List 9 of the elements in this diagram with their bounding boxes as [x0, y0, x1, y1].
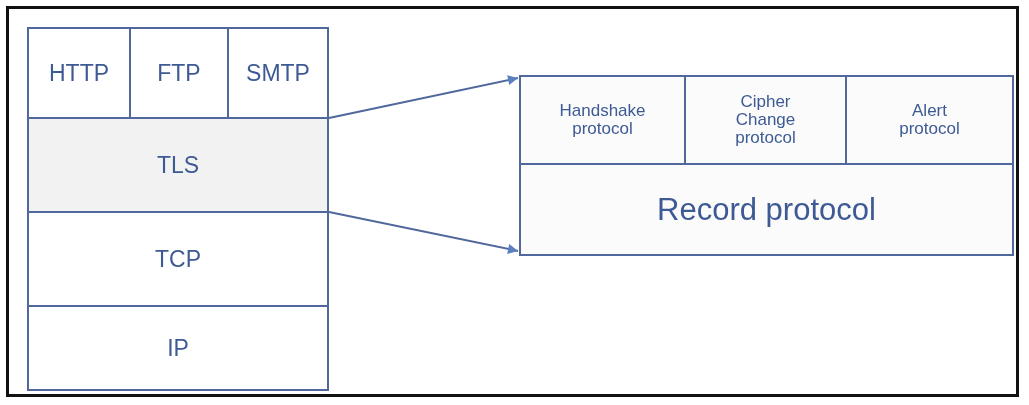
protocol-layer: IP — [27, 305, 329, 391]
protocol-layer: TLS — [27, 117, 329, 213]
protocol-stack-box — [519, 75, 1012, 254]
arrow — [328, 75, 519, 119]
protocol-layer: HTTP — [27, 27, 131, 119]
arrow — [328, 211, 519, 254]
protocol-layer: SMTP — [227, 27, 329, 119]
protocol-layer: Record protocol — [519, 163, 1014, 256]
protocol-layer: TCP — [27, 211, 329, 307]
